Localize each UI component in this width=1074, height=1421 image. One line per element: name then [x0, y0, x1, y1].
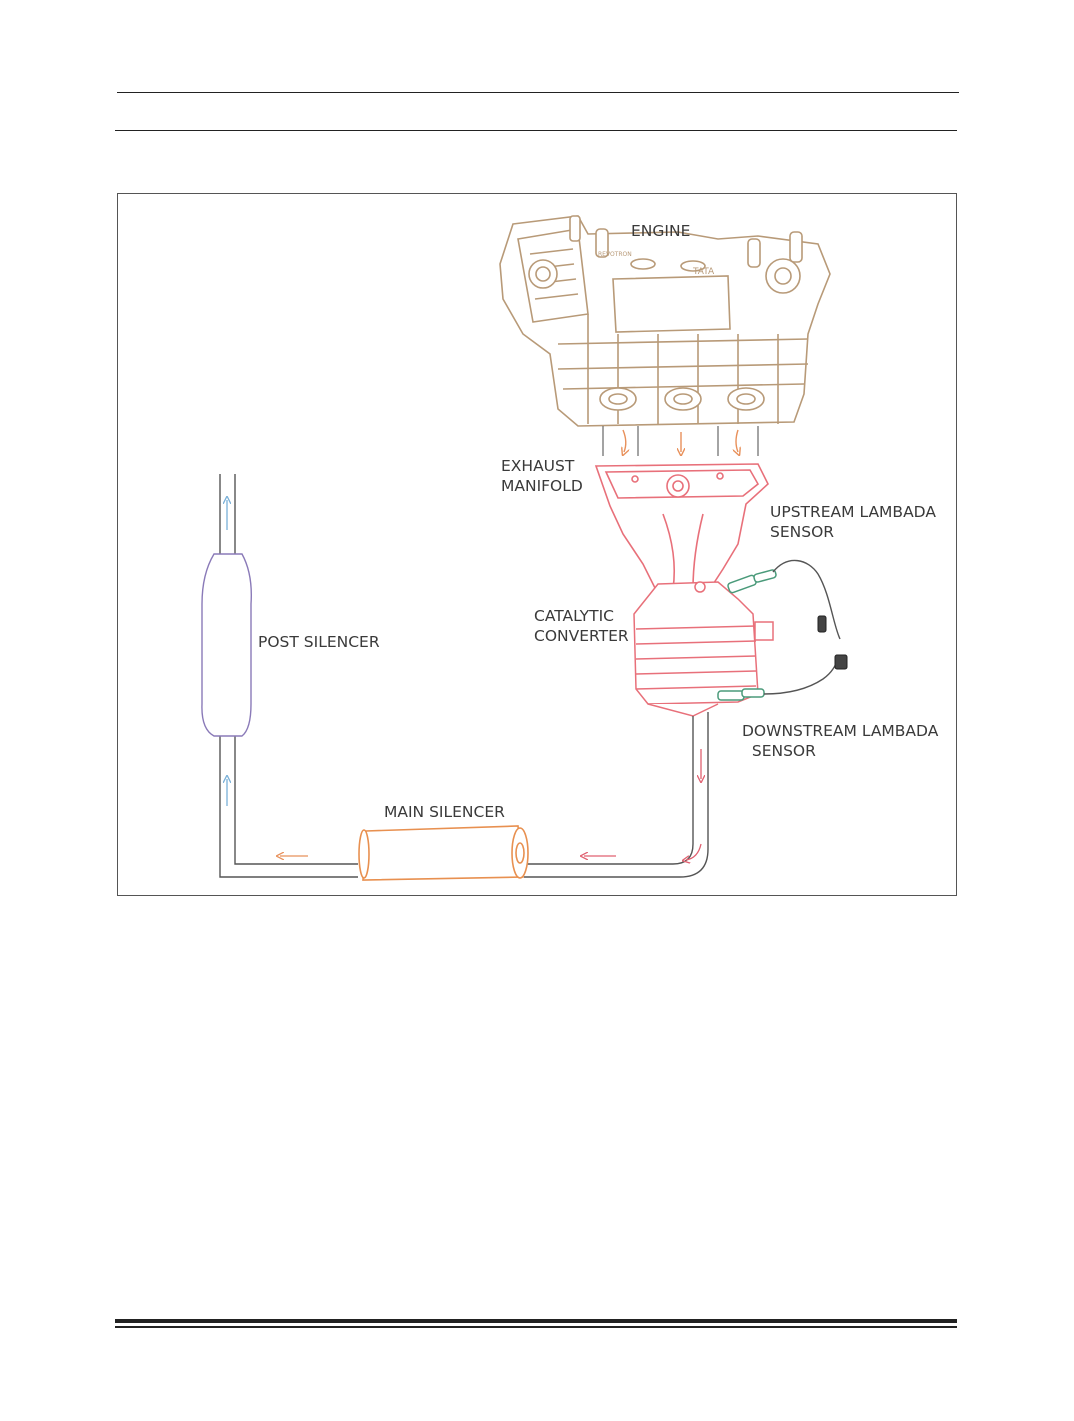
- main-silencer-illustration: [358, 825, 529, 881]
- engine-badge: TATA: [692, 267, 715, 277]
- header-rule-top: [117, 92, 959, 94]
- label-catalytic-converter: CATALYTIC CONVERTER: [534, 607, 629, 645]
- label-exhaust-manifold: EXHAUST MANIFOLD: [501, 457, 583, 495]
- downstream-sensor-connector: [834, 654, 848, 670]
- engine-model-text: REVOTRON: [598, 251, 632, 258]
- footer-rule-thick: [115, 1319, 957, 1323]
- diagram-canvas: TATA REVOTRON: [201, 215, 848, 881]
- header-rule-bottom: [115, 130, 957, 132]
- catalytic-converter-illustration: [633, 581, 774, 717]
- engine-illustration: TATA REVOTRON: [499, 215, 831, 427]
- footer-rule-thin: [115, 1326, 957, 1328]
- upstream-sensor-connector: [817, 615, 827, 633]
- label-upstream-lambda-sensor: UPSTREAM LAMBADA SENSOR: [770, 503, 936, 541]
- post-silencer-illustration: [201, 553, 252, 737]
- label-downstream-lambda-sensor: DOWNSTREAM LAMBADA SENSOR: [742, 722, 939, 760]
- flow-arrows-engine: [623, 429, 738, 452]
- flow-arrows-pipe: [227, 500, 701, 860]
- downstream-lambda-sensor: [717, 688, 765, 701]
- upstream-lambda-sensor: [727, 569, 777, 594]
- exhaust-manifold-illustration: [594, 463, 769, 597]
- label-engine: ENGINE: [631, 222, 691, 240]
- upstream-sensor-cable: [772, 559, 841, 640]
- label-main-silencer: MAIN SILENCER: [384, 803, 505, 821]
- exhaust-runners: [602, 426, 759, 456]
- downstream-sensor-cable: [763, 658, 839, 695]
- exhaust-system-diagram: TATA REVOTRON: [117, 193, 957, 896]
- label-post-silencer: POST SILENCER: [258, 633, 380, 651]
